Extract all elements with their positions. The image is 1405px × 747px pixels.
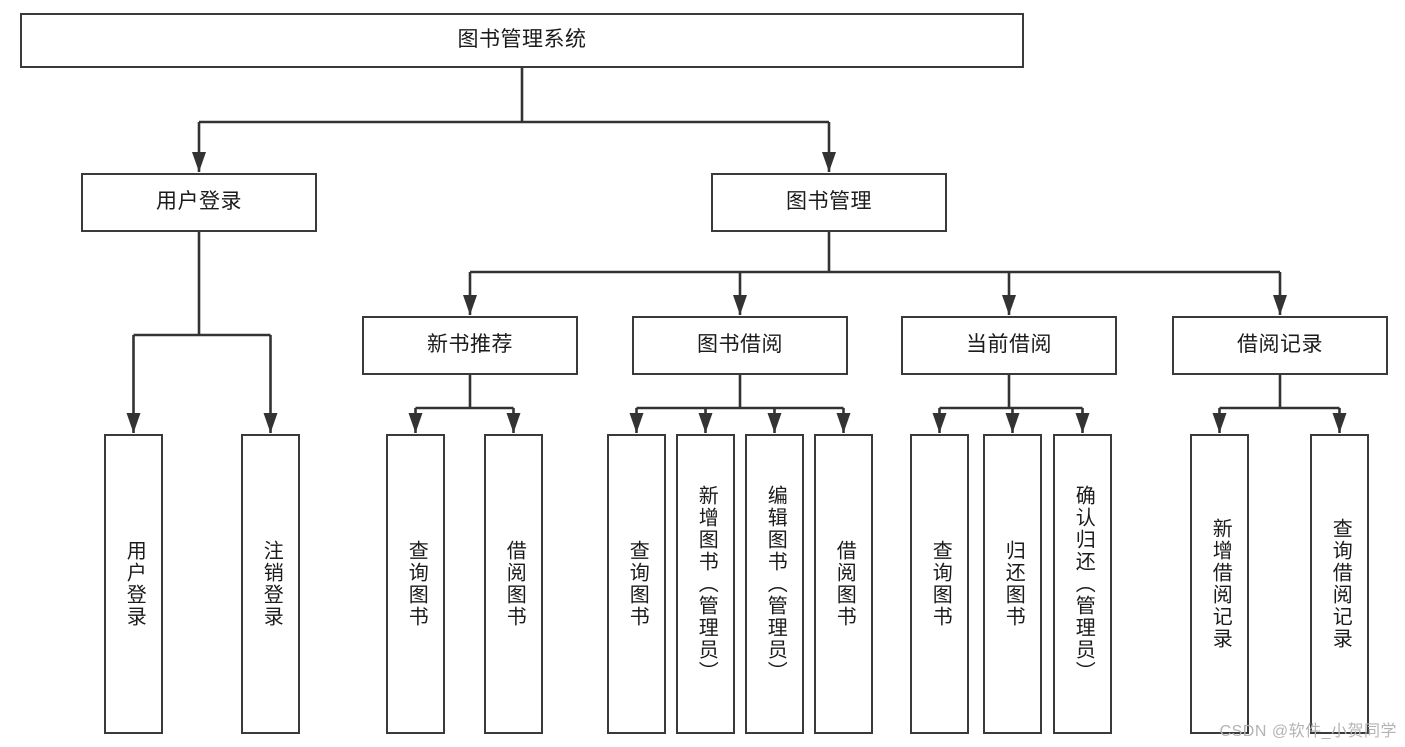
node-leaf-logout-label: 注销登录 xyxy=(260,540,283,628)
node-leaf-borrow-book-1[interactable]: 借阅图书 xyxy=(484,434,543,734)
node-root[interactable]: 图书管理系统 xyxy=(20,13,1024,68)
node-book-manage[interactable]: 图书管理 xyxy=(711,173,947,232)
node-borrow-record[interactable]: 借阅记录 xyxy=(1172,316,1388,375)
node-borrow-record-label: 借阅记录 xyxy=(1237,333,1323,357)
node-leaf-borrow-book-2[interactable]: 借阅图书 xyxy=(814,434,873,734)
node-leaf-query-book-1-label: 查询图书 xyxy=(405,540,428,628)
node-leaf-query-book-2[interactable]: 查询图书 xyxy=(607,434,666,734)
node-leaf-user-login-label: 用户登录 xyxy=(123,540,146,628)
node-leaf-query-record[interactable]: 查询借阅记录 xyxy=(1310,434,1369,734)
node-leaf-query-record-label: 查询借阅记录 xyxy=(1329,518,1352,650)
node-leaf-edit-book-label: 编辑图书（管理员） xyxy=(764,485,787,683)
node-leaf-edit-book[interactable]: 编辑图书（管理员） xyxy=(745,434,804,734)
node-leaf-query-book-3-label: 查询图书 xyxy=(929,540,952,628)
node-leaf-query-book-2-label: 查询图书 xyxy=(626,540,649,628)
node-leaf-confirm-return[interactable]: 确认归还（管理员） xyxy=(1053,434,1112,734)
node-leaf-borrow-book-1-label: 借阅图书 xyxy=(503,540,526,628)
node-leaf-logout[interactable]: 注销登录 xyxy=(241,434,300,734)
node-current-borrow-label: 当前借阅 xyxy=(966,333,1052,357)
node-leaf-return-book[interactable]: 归还图书 xyxy=(983,434,1042,734)
node-user-login[interactable]: 用户登录 xyxy=(81,173,317,232)
node-new-book-rec-label: 新书推荐 xyxy=(427,333,513,357)
node-leaf-confirm-return-label: 确认归还（管理员） xyxy=(1072,485,1095,683)
node-book-borrow[interactable]: 图书借阅 xyxy=(632,316,848,375)
node-leaf-user-login[interactable]: 用户登录 xyxy=(104,434,163,734)
node-leaf-borrow-book-2-label: 借阅图书 xyxy=(833,540,856,628)
node-leaf-add-book-label: 新增图书（管理员） xyxy=(695,485,718,683)
node-new-book-rec[interactable]: 新书推荐 xyxy=(362,316,578,375)
node-current-borrow[interactable]: 当前借阅 xyxy=(901,316,1117,375)
node-leaf-add-record[interactable]: 新增借阅记录 xyxy=(1190,434,1249,734)
node-leaf-query-book-3[interactable]: 查询图书 xyxy=(910,434,969,734)
node-leaf-return-book-label: 归还图书 xyxy=(1002,540,1025,628)
node-leaf-add-book[interactable]: 新增图书（管理员） xyxy=(676,434,735,734)
watermark: CSDN @软件_小贺同学 xyxy=(1219,723,1397,740)
node-leaf-query-book-1[interactable]: 查询图书 xyxy=(386,434,445,734)
node-leaf-add-record-label: 新增借阅记录 xyxy=(1209,518,1232,650)
node-root-label: 图书管理系统 xyxy=(457,28,587,52)
node-user-login-label: 用户登录 xyxy=(156,190,242,214)
node-book-manage-label: 图书管理 xyxy=(786,190,872,214)
node-book-borrow-label: 图书借阅 xyxy=(697,333,783,357)
